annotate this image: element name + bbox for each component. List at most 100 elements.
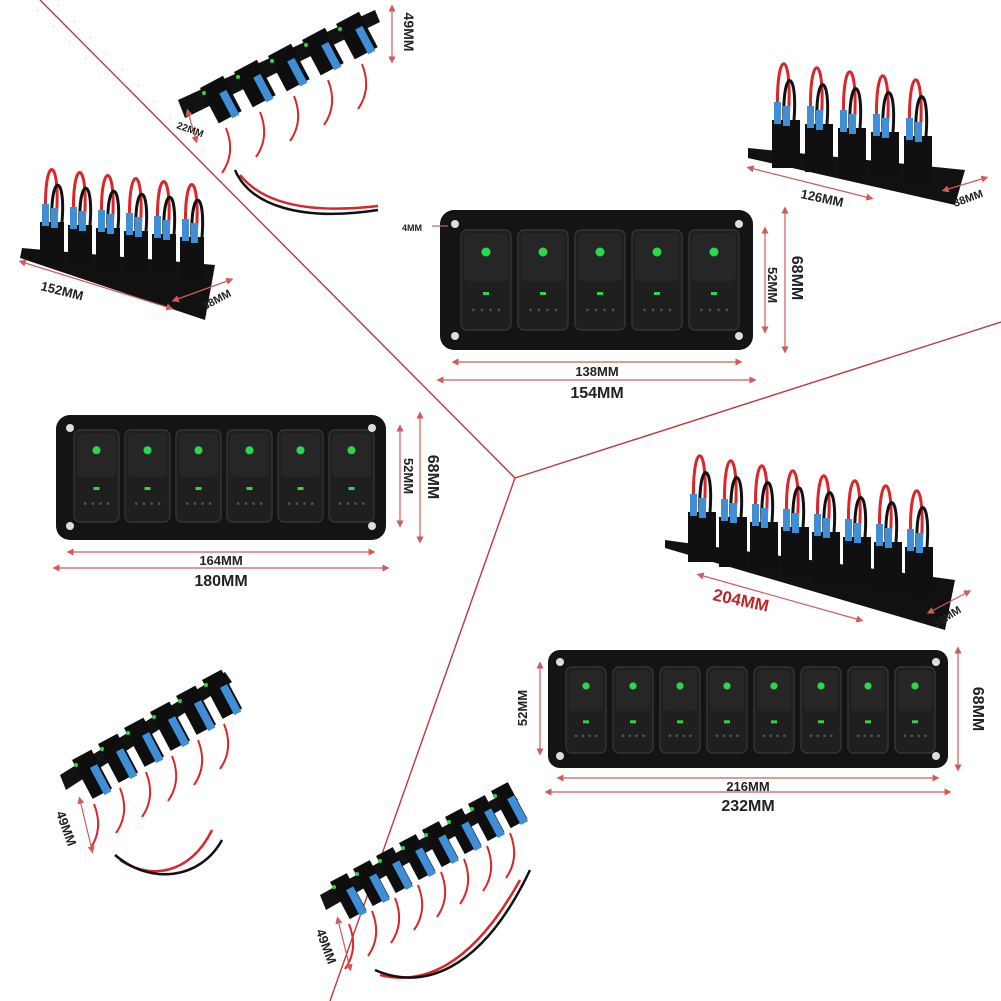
- switch-housing: [874, 542, 902, 592]
- rocker-switch: [124, 429, 171, 523]
- dot: [725, 308, 729, 312]
- led-bar: [348, 487, 355, 491]
- connector: [461, 821, 482, 852]
- wire-red: [505, 832, 516, 879]
- connector: [369, 873, 390, 904]
- wire-black: [791, 486, 806, 528]
- dot: [252, 502, 255, 505]
- switch-bodies: [200, 11, 378, 174]
- angled-switch: [376, 847, 413, 944]
- lead-wire-black: [374, 869, 532, 979]
- switch-rocker-top: [616, 670, 650, 712]
- dim-height: 49MM: [313, 927, 339, 966]
- connector: [126, 213, 133, 235]
- angled-switch: [353, 860, 390, 957]
- wire-red: [908, 489, 924, 548]
- switch-bodies: [772, 102, 932, 184]
- dot: [537, 308, 541, 312]
- switch-rocker-top: [521, 233, 565, 281]
- switch-rocker-top: [179, 433, 218, 478]
- wire-black: [848, 87, 863, 129]
- dim-panel-height: 68MM: [424, 455, 441, 499]
- led-icon: [100, 747, 104, 751]
- wire-bundle: [691, 454, 930, 548]
- panel-5-gang-front: 138MM 154MM 52MM 68MM 4MM: [402, 206, 805, 402]
- switch-rocker-top: [128, 433, 167, 478]
- angled-switch: [422, 821, 459, 918]
- dot: [910, 734, 914, 738]
- led-icon: [245, 446, 254, 455]
- dot: [651, 308, 655, 312]
- dot: [586, 308, 589, 312]
- dim-panel-width: 232MM: [721, 798, 774, 815]
- wire-black: [915, 506, 930, 548]
- dim-hole-span: 216MM: [726, 779, 769, 794]
- mount-hole: [735, 332, 743, 340]
- wire-red: [255, 111, 266, 158]
- led-icon: [538, 247, 548, 257]
- panel-8-gang-front: 216MM 232MM 52MM 68MM: [515, 646, 986, 815]
- angled-switch: [398, 834, 436, 931]
- rocker-switch: [226, 429, 273, 523]
- switch-rocker-top: [77, 433, 116, 478]
- led-icon: [723, 682, 731, 690]
- connector: [167, 716, 190, 748]
- wire-red: [99, 174, 115, 229]
- connector: [876, 524, 883, 546]
- led-icon: [270, 59, 274, 63]
- switch-housing: [152, 234, 176, 276]
- connector: [287, 57, 308, 87]
- connector: [907, 529, 914, 551]
- led-icon: [92, 446, 101, 455]
- dot: [642, 734, 645, 738]
- connector: [752, 504, 759, 526]
- switch-rocker-top: [578, 233, 622, 281]
- switch-housing: [781, 527, 809, 577]
- connector: [253, 73, 274, 103]
- led-icon: [143, 446, 152, 455]
- angled-8-gang-side: 49MM: [313, 782, 532, 979]
- led-bar: [654, 292, 660, 295]
- wire-red: [907, 78, 923, 137]
- wire-black: [729, 476, 744, 518]
- dot: [489, 308, 492, 312]
- dot: [497, 308, 501, 312]
- dim-height: 49MM: [401, 13, 417, 52]
- angled-switch: [301, 27, 344, 126]
- dot: [736, 734, 739, 738]
- switch-bodies: [330, 782, 528, 970]
- led-bar: [630, 720, 636, 724]
- switch-rocker-top: [281, 433, 320, 478]
- switch-housing: [871, 132, 899, 180]
- dot: [700, 308, 703, 312]
- dot: [185, 502, 189, 505]
- dot: [783, 734, 786, 738]
- angled-5-gang-top: 49MM 22MM: [175, 4, 417, 216]
- mount-hole: [932, 658, 940, 666]
- switch-rocker-top: [464, 233, 508, 281]
- mount-hole: [368, 424, 376, 432]
- wire-red: [390, 897, 401, 944]
- wire-red: [877, 484, 893, 543]
- connector: [774, 102, 781, 124]
- led-icon: [355, 872, 359, 876]
- led-icon: [126, 731, 130, 735]
- dim-width: 204MM: [711, 585, 770, 615]
- connector: [321, 41, 342, 71]
- rocker-switch: [328, 429, 375, 523]
- dim-hole-span: 138MM: [575, 364, 618, 379]
- divider-bottom: [329, 477, 516, 1001]
- led-icon: [595, 247, 605, 257]
- led-icon: [481, 247, 491, 257]
- wire-red: [219, 723, 230, 770]
- led-icon: [864, 682, 872, 690]
- connector: [730, 503, 737, 523]
- wire-black: [884, 501, 899, 543]
- led-bar: [93, 487, 100, 491]
- rocker-switch: [753, 666, 795, 754]
- switch-housing: [68, 225, 92, 267]
- wire-red: [221, 127, 232, 174]
- led-bar: [818, 720, 824, 724]
- connector: [721, 499, 728, 521]
